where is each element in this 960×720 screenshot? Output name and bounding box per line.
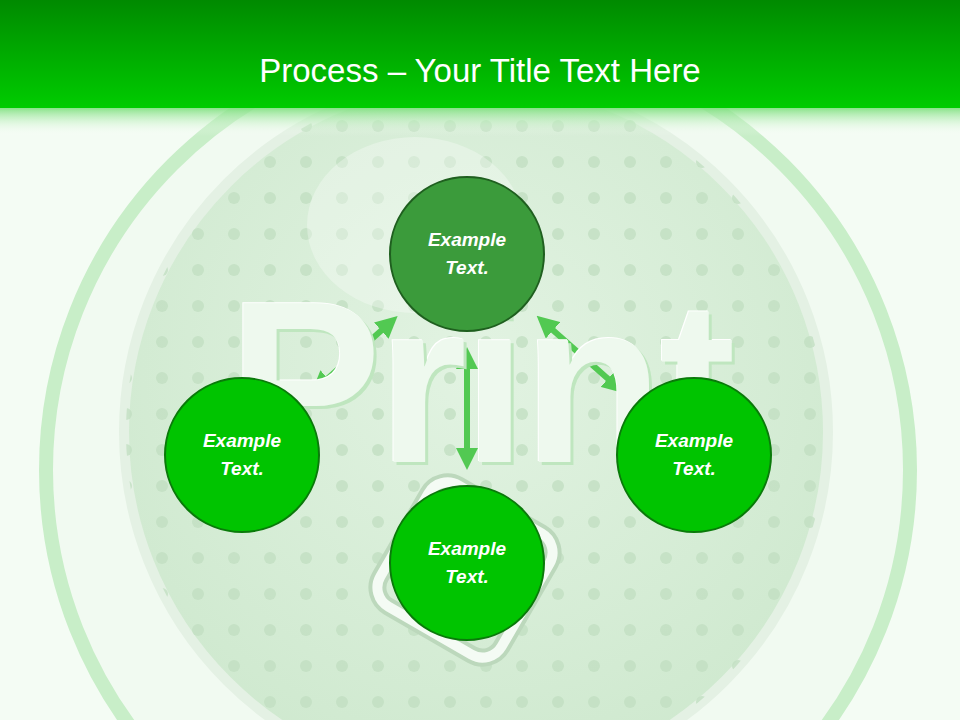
node-text: Example Text.: [419, 535, 515, 592]
text-wrap: Example Text.: [419, 535, 515, 592]
circle-outline: [390, 177, 544, 331]
header-band: [0, 0, 960, 108]
circle-outline: [617, 378, 771, 532]
process-circle: Example Text.: [616, 377, 772, 533]
node-text: Example Text.: [419, 226, 515, 283]
process-circle: Example Text.: [164, 377, 320, 533]
circle-outline: [165, 378, 319, 532]
process-circle: Example Text.: [389, 485, 545, 641]
circle-shape: [389, 485, 545, 641]
circle-shape: [389, 176, 545, 332]
header-fade: [0, 108, 960, 136]
slide-title: Process – Your Title Text Here: [0, 52, 960, 90]
text-wrap: Example Text.: [646, 427, 742, 484]
circle-outline: [390, 486, 544, 640]
rounded-square: [369, 474, 560, 665]
text-wrap: Example Text.: [194, 427, 290, 484]
text-wrap: Example Text.: [419, 226, 515, 283]
node-text: Example Text.: [646, 427, 742, 484]
circle-shape: [164, 377, 320, 533]
node-text: Example Text.: [194, 427, 290, 484]
rounded-square-face: [369, 474, 560, 665]
process-circle: Example Text.: [389, 176, 545, 332]
circle-shape: [616, 377, 772, 533]
